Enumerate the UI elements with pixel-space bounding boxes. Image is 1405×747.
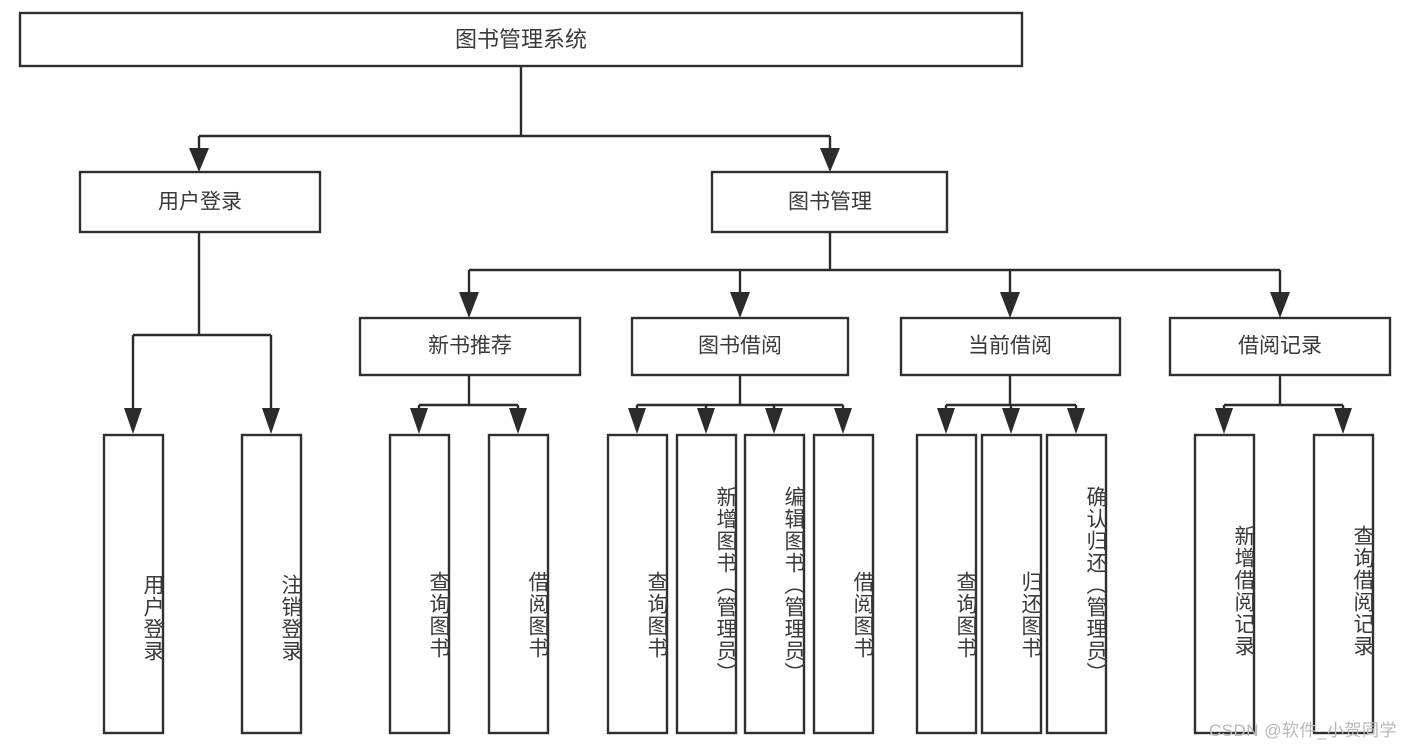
- node-borrow-record[interactable]: 借阅记录: [1168, 316, 1392, 377]
- connector-group-user-login: [124, 232, 280, 434]
- leaf-box-edit-book[interactable]: [743, 433, 806, 735]
- leaf-box-user-login[interactable]: [102, 433, 165, 735]
- connector-group-borrow-record: [1215, 375, 1352, 434]
- leaf-box-borrow-book-1[interactable]: [487, 433, 550, 735]
- node-root[interactable]: 图书管理系统: [18, 11, 1024, 68]
- arrow-head-leaf-logout: [262, 408, 280, 434]
- leaf-box-logout[interactable]: [240, 433, 303, 735]
- leaf-box-query-record[interactable]: [1312, 433, 1375, 735]
- node-book-borrow[interactable]: 图书借阅: [630, 316, 850, 377]
- leaf-box-add-book[interactable]: [675, 433, 738, 735]
- arrow-head-leaf-edit-book: [765, 408, 783, 434]
- arrow-head-borrow-record: [1270, 292, 1290, 318]
- arrow-head-leaf-add-book: [697, 408, 715, 434]
- arrow-head-leaf-query-book-1: [410, 408, 428, 434]
- connector-group-root: [189, 66, 840, 172]
- arrow-head-leaf-query-book-3: [937, 408, 955, 434]
- node-current-borrow[interactable]: 当前借阅: [899, 316, 1122, 377]
- arrow-head-book-borrow: [730, 292, 750, 318]
- leaf-box-query-book-2[interactable]: [606, 433, 669, 735]
- node-book-management[interactable]: 图书管理: [710, 170, 949, 234]
- arrow-head-leaf-query-book-2: [628, 408, 646, 434]
- node-new-book-recommend[interactable]: 新书推荐: [358, 316, 582, 377]
- arrow-head-new-book: [459, 292, 479, 318]
- leaf-box-query-book-3[interactable]: [915, 433, 978, 735]
- leaf-box-return-book[interactable]: [980, 433, 1043, 735]
- node-book-borrow-box[interactable]: [630, 316, 850, 377]
- node-borrow-record-label: 借阅记录: [1238, 335, 1322, 358]
- arrow-head-leaf-borrow-book-2: [834, 408, 852, 434]
- node-root-label: 图书管理系统: [455, 27, 587, 52]
- node-user-login-label: 用户登录: [158, 191, 242, 214]
- node-user-login-box[interactable]: [78, 170, 322, 234]
- node-borrow-record-box[interactable]: [1168, 316, 1392, 377]
- connector-group-current-borrow: [937, 375, 1085, 434]
- arrow-head-leaf-add-record: [1215, 408, 1233, 434]
- leaf-box-add-record[interactable]: [1193, 433, 1256, 735]
- arrow-head-leaf-user-login: [124, 408, 142, 434]
- arrow-head-leaf-query-record: [1334, 408, 1352, 434]
- watermark-text: CSDN @软件_小贺同学: [1208, 721, 1397, 740]
- leaf-box-query-book-1[interactable]: [388, 433, 451, 735]
- arrow-head-leaf-confirm-return: [1067, 408, 1085, 434]
- node-user-login[interactable]: 用户登录: [78, 170, 322, 234]
- connector-group-book-mgmt: [459, 232, 1290, 318]
- arrow-head-current-borrow: [1000, 292, 1020, 318]
- node-new-book-recommend-label: 新书推荐: [428, 335, 512, 358]
- node-new-book-recommend-box[interactable]: [358, 316, 582, 377]
- arrow-head-leaf-return-book: [1002, 408, 1020, 434]
- node-current-borrow-box[interactable]: [899, 316, 1122, 377]
- node-book-borrow-label: 图书借阅: [698, 335, 782, 358]
- node-book-management-label: 图书管理: [788, 191, 872, 214]
- arrow-head-leaf-borrow-book-1: [509, 408, 527, 434]
- node-current-borrow-label: 当前借阅: [968, 335, 1052, 358]
- connector-group-new-book: [410, 375, 527, 434]
- leaf-box-borrow-book-2[interactable]: [812, 433, 875, 735]
- arrow-head-book-mgmt: [820, 148, 840, 172]
- node-book-management-box[interactable]: [710, 170, 949, 234]
- arrow-head-user-login: [189, 148, 209, 172]
- leaf-box-confirm-return[interactable]: [1045, 433, 1108, 735]
- node-root-box[interactable]: [18, 11, 1024, 68]
- connector-group-book-borrow: [628, 375, 852, 434]
